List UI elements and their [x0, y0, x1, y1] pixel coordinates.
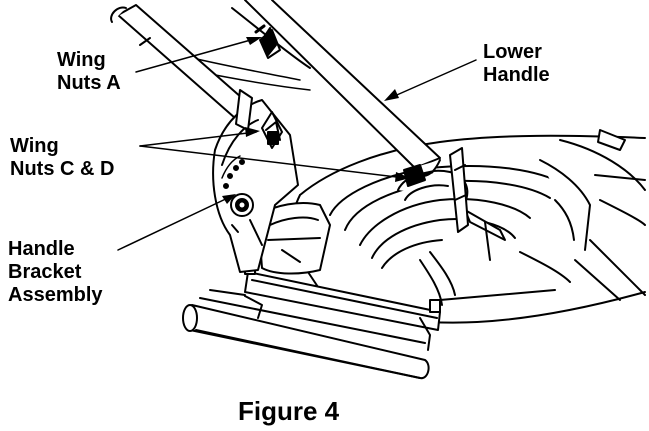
- leader-wing-nuts-a: [135, 37, 259, 73]
- wing-nut-d-icon: [403, 164, 434, 187]
- rear-roller: [182, 261, 441, 380]
- label-handle-bracket-line1: Handle: [8, 238, 75, 260]
- label-lower-handle-line2: Handle: [483, 64, 550, 86]
- left-handle-tube: [110, 4, 251, 119]
- leader-lower-handle: [389, 59, 477, 99]
- arrowhead-handle-bracket: [222, 194, 236, 204]
- leader-wing-nuts-c: [139, 131, 257, 147]
- label-wing-nuts-cd-line1: Wing: [10, 135, 59, 157]
- label-wing-nuts-a-line1: Wing: [57, 49, 106, 71]
- label-lower-handle-line1: Lower: [483, 41, 542, 63]
- label-wing-nuts-a: Wing Nuts A: [57, 49, 121, 95]
- right-handle-bracket: [449, 147, 469, 233]
- label-wing-nuts-a-line2: Nuts A: [57, 72, 121, 94]
- mower-deck: [290, 129, 646, 324]
- label-handle-bracket-line2: Bracket: [8, 261, 82, 283]
- arrowhead-wing-nuts-a: [246, 37, 262, 45]
- label-wing-nuts-cd-line2: Nuts C & D: [10, 158, 115, 180]
- figure-caption: Figure 4: [238, 396, 340, 426]
- leader-wing-nuts-d: [139, 145, 406, 179]
- leader-arrowheads: [222, 37, 410, 204]
- arrowhead-wing-nuts-c: [245, 127, 260, 137]
- leader-handle-bracket: [117, 195, 233, 251]
- label-wing-nuts-cd: Wing Nuts C & D: [10, 135, 114, 181]
- wing-nut-a-icon: [254, 24, 277, 56]
- wing-nut-c-icon: [261, 111, 283, 149]
- label-handle-bracket-line3: Assembly: [8, 284, 103, 306]
- label-lower-handle: Lower Handle: [483, 41, 550, 87]
- leader-lines: [117, 37, 477, 251]
- rear-chute-opening: [257, 202, 331, 275]
- arrowhead-wing-nuts-d: [395, 172, 410, 182]
- arrowhead-lower-handle: [384, 89, 399, 101]
- label-handle-bracket-assembly: Handle Bracket Assembly: [8, 238, 103, 307]
